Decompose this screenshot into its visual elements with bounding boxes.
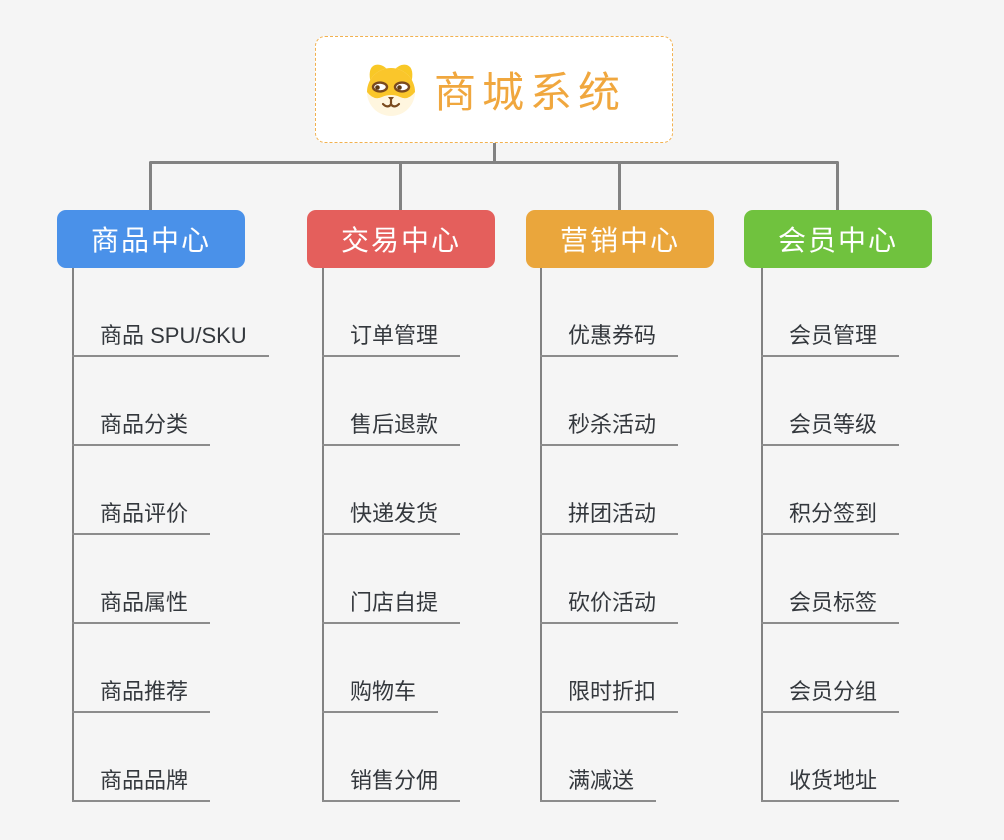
leaf-node[interactable]: 满减送	[540, 713, 657, 802]
leaf-node[interactable]: 收货地址	[761, 713, 900, 802]
branch-label: 交易中心	[340, 225, 461, 256]
leaf-node[interactable]: 商品评价	[72, 446, 211, 535]
leaf-node[interactable]: 会员标签	[761, 535, 900, 624]
leaf-node[interactable]: 砍价活动	[540, 535, 679, 624]
branch-node-marketing-center[interactable]: 营销中心	[526, 210, 714, 268]
branch-label: 商品中心	[90, 225, 211, 256]
leaf-node[interactable]: 限时折扣	[540, 624, 679, 713]
branch-children-product-center: 商品 SPU/SKU 商品分类 商品评价 商品属性 商品推荐 商品品牌	[72, 268, 269, 802]
leaf-node[interactable]: 商品 SPU/SKU	[72, 268, 269, 357]
leaf-node[interactable]: 门店自提	[322, 535, 461, 624]
leaf-node[interactable]: 商品分类	[72, 357, 211, 446]
leaf-node[interactable]: 商品品牌	[72, 713, 211, 802]
branch-spine	[72, 268, 74, 802]
doge-icon	[362, 63, 420, 117]
leaf-node[interactable]: 售后退款	[322, 357, 461, 446]
leaf-node[interactable]: 会员管理	[761, 268, 900, 357]
root-node[interactable]: 商城系统	[315, 36, 673, 143]
branch-node-member-center[interactable]: 会员中心	[744, 210, 932, 268]
leaf-node[interactable]: 会员等级	[761, 357, 900, 446]
branch-spine	[761, 268, 763, 802]
branch-children-member-center: 会员管理 会员等级 积分签到 会员标签 会员分组 收货地址	[761, 268, 900, 802]
leaf-node[interactable]: 商品属性	[72, 535, 211, 624]
branch-children-trade-center: 订单管理 售后退款 快递发货 门店自提 购物车 销售分佣	[322, 268, 461, 802]
leaf-node[interactable]: 优惠券码	[540, 268, 679, 357]
leaf-node[interactable]: 销售分佣	[322, 713, 461, 802]
connector-rail	[149, 161, 839, 164]
branch-spine	[322, 268, 324, 802]
leaf-node[interactable]: 积分签到	[761, 446, 900, 535]
branch-label: 会员中心	[777, 225, 898, 256]
connector-drop	[618, 162, 621, 210]
leaf-node[interactable]: 拼团活动	[540, 446, 679, 535]
branch-node-product-center[interactable]: 商品中心	[57, 210, 245, 268]
leaf-node[interactable]: 秒杀活动	[540, 357, 679, 446]
connector-root-stub	[493, 143, 496, 162]
leaf-node[interactable]: 会员分组	[761, 624, 900, 713]
leaf-node[interactable]: 快递发货	[322, 446, 461, 535]
branch-spine	[540, 268, 542, 802]
connector-drop	[399, 162, 402, 210]
root-title: 商城系统	[433, 69, 626, 116]
leaf-node[interactable]: 商品推荐	[72, 624, 211, 713]
leaf-node[interactable]: 订单管理	[322, 268, 461, 357]
branch-label: 营销中心	[559, 225, 680, 256]
connector-drop	[149, 162, 152, 210]
leaf-node[interactable]: 购物车	[322, 624, 439, 713]
connector-drop	[836, 162, 839, 210]
branch-node-trade-center[interactable]: 交易中心	[307, 210, 495, 268]
branch-children-marketing-center: 优惠券码 秒杀活动 拼团活动 砍价活动 限时折扣 满减送	[540, 268, 679, 802]
